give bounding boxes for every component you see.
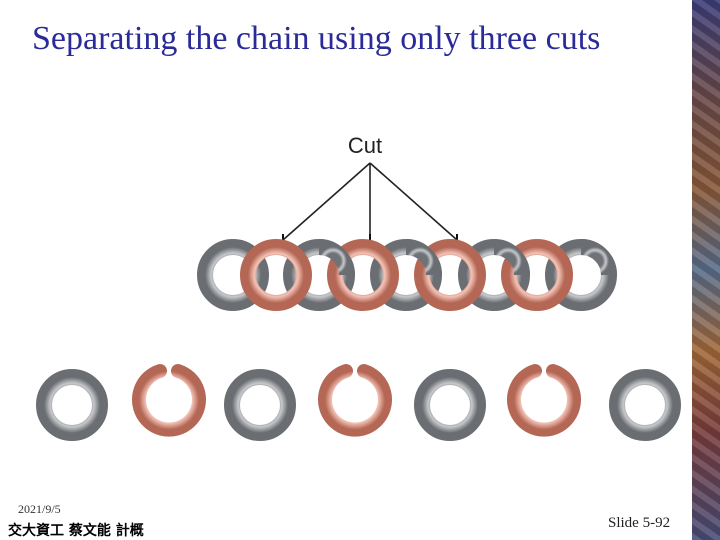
slide-number: Slide 5-92 bbox=[608, 515, 670, 532]
slide-date: 2021/9/5 bbox=[18, 502, 61, 517]
ring-gray-2 bbox=[232, 377, 288, 433]
cut-pointer-left bbox=[283, 163, 370, 240]
ring-pink-open-3 bbox=[514, 371, 574, 430]
ring-pink-open-1 bbox=[139, 371, 199, 430]
cut-label: Cut bbox=[348, 133, 382, 158]
ring-gray-4 bbox=[617, 377, 673, 433]
ring-gray-1 bbox=[44, 377, 100, 433]
cut-pointer-lines bbox=[283, 163, 457, 240]
ring-gray-3 bbox=[422, 377, 478, 433]
ring-pink-open-2 bbox=[325, 371, 385, 430]
linked-chain bbox=[205, 247, 609, 303]
separated-rings bbox=[44, 371, 673, 433]
cut-pointer-right bbox=[370, 163, 457, 240]
chain-interlock-4 bbox=[581, 247, 609, 275]
slide-organization: 交大資工 蔡文能 計概 bbox=[8, 520, 144, 540]
